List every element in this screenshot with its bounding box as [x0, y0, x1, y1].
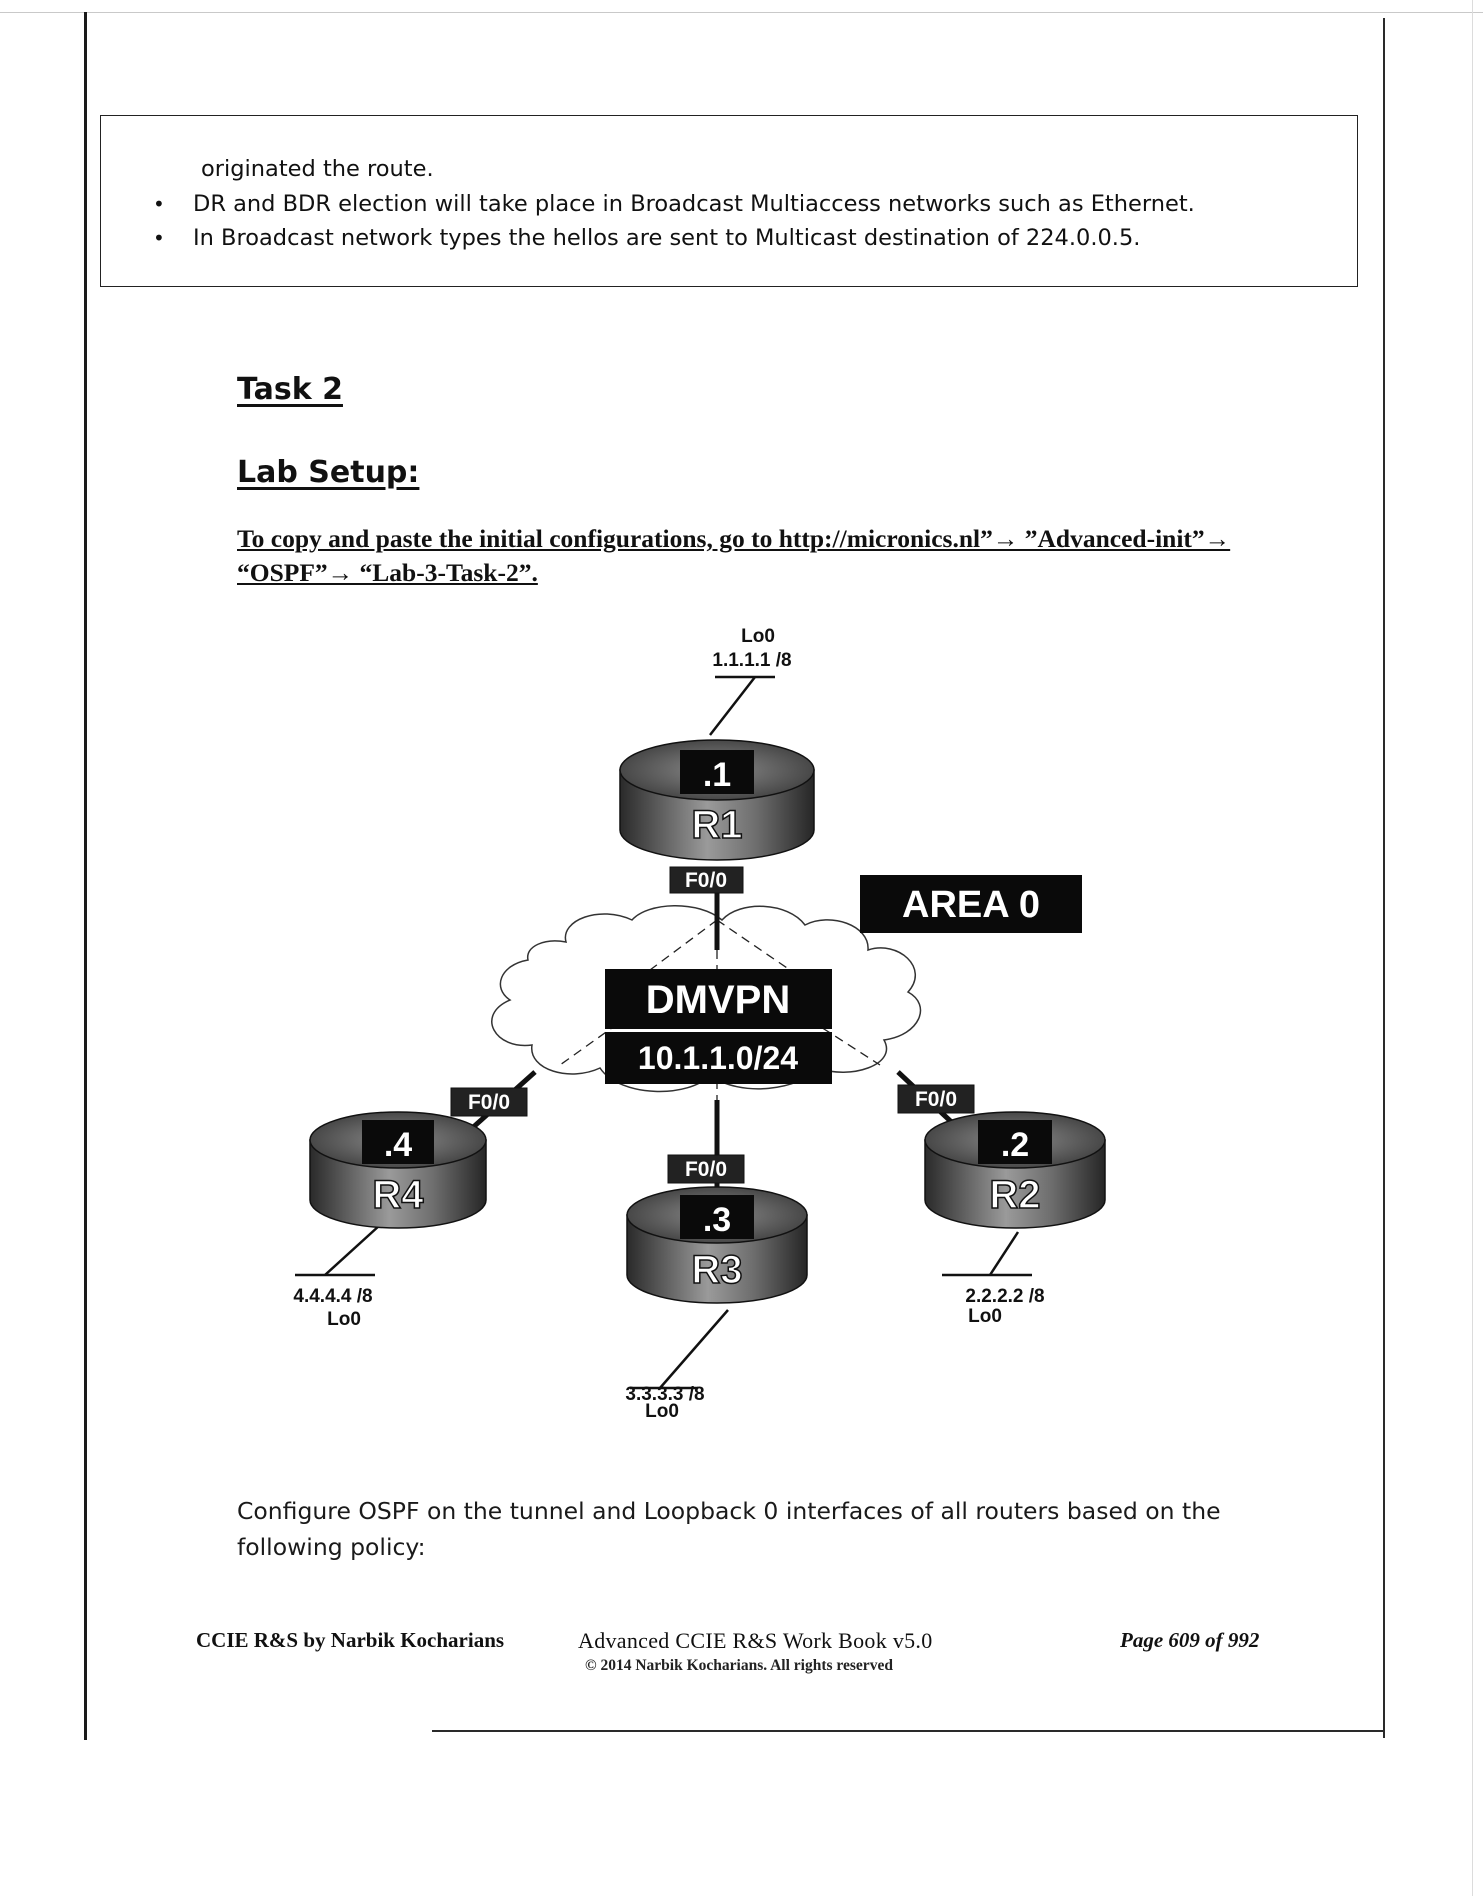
- r1-loopback-ip: 1.1.1.1 /8: [712, 650, 791, 671]
- summary-bullet-text: In Broadcast network types the hellos ar…: [193, 225, 1141, 251]
- interface-tag-r2: F0/0: [897, 1084, 975, 1114]
- summary-bullet: • In Broadcast network types the hellos a…: [153, 225, 1140, 251]
- r3-host-label: .3: [703, 1201, 731, 1239]
- r2-loopback-ip: 2.2.2.2 /8: [965, 1286, 1044, 1307]
- config-instruction: To copy and paste the initial configurat…: [237, 524, 1231, 587]
- footer-author: CCIE R&S by Narbik Kocharians: [196, 1628, 505, 1652]
- page-top-rule: [0, 12, 1483, 13]
- summary-bullet: • DR and BDR election will take place in …: [153, 191, 1195, 217]
- task-description: Configure OSPF on the tunnel and Loopbac…: [237, 1497, 1221, 1561]
- interface-tag-r3: F0/0: [667, 1154, 745, 1184]
- summary-continuation: originated the route.: [201, 156, 434, 182]
- svg-text:F0/0: F0/0: [915, 1088, 957, 1111]
- topology-diagram: .1 R1 .4 R4 .3 R3 .2 R2 F0/0 F0/0 F0/0: [293, 626, 1106, 1420]
- r4-name-label: R4: [372, 1173, 424, 1217]
- r3-loopback-name: Lo0: [645, 1401, 679, 1420]
- page-right-border: [1383, 18, 1385, 1738]
- svg-text:F0/0: F0/0: [685, 1158, 727, 1181]
- r1-host-label: .1: [703, 756, 731, 794]
- bullet-glyph: •: [153, 226, 165, 250]
- router-r4: .4 R4: [309, 1111, 487, 1229]
- summary-box: originated the route. • DR and BDR electi…: [100, 115, 1358, 287]
- r3-name-label: R3: [691, 1248, 742, 1292]
- r3-loopback-ip: 3.3.3.3 /8: [625, 1384, 704, 1405]
- r4-host-label: .4: [384, 1126, 412, 1164]
- summary-bullet-text: DR and BDR election will take place in B…: [193, 191, 1195, 217]
- r1-name-label: R1: [691, 803, 742, 847]
- svg-text:F0/0: F0/0: [685, 869, 727, 892]
- lab-setup-heading: Lab Setup:: [237, 455, 420, 490]
- footer-page-number: Page 609 of 992: [1120, 1628, 1260, 1652]
- page-left-border: [84, 12, 87, 1740]
- router-r3: .3 R3: [626, 1186, 808, 1304]
- router-r2: .2 R2: [924, 1111, 1106, 1229]
- r1-loopback-name: Lo0: [741, 626, 775, 647]
- interface-tag-r4: F0/0: [450, 1087, 528, 1117]
- area-label: AREA 0: [902, 884, 1040, 926]
- r4-loopback-ip: 4.4.4.4 /8: [293, 1286, 372, 1307]
- svg-text:F0/0: F0/0: [468, 1091, 510, 1114]
- task-heading: Task 2: [237, 372, 343, 407]
- interface-tag-r1: F0/0: [669, 866, 744, 894]
- dmvpn-subnet: 10.1.1.0/24: [638, 1040, 798, 1076]
- r4-loopback-name: Lo0: [327, 1309, 361, 1330]
- r2-host-label: .2: [1001, 1126, 1029, 1164]
- scan-edge-rule: [1472, 0, 1473, 1896]
- dmvpn-title: DMVPN: [646, 978, 790, 1022]
- r2-name-label: R2: [989, 1173, 1040, 1217]
- r2-loopback-name: Lo0: [968, 1306, 1002, 1327]
- bullet-glyph: •: [153, 192, 165, 216]
- footer-copyright: © 2014 Narbik Kocharians. All rights res…: [585, 1657, 893, 1674]
- footer-book-title: Advanced CCIE R&S Work Book v5.0: [578, 1628, 933, 1653]
- page-bottom-border: [432, 1730, 1385, 1732]
- router-r1: .1 R1: [619, 739, 815, 861]
